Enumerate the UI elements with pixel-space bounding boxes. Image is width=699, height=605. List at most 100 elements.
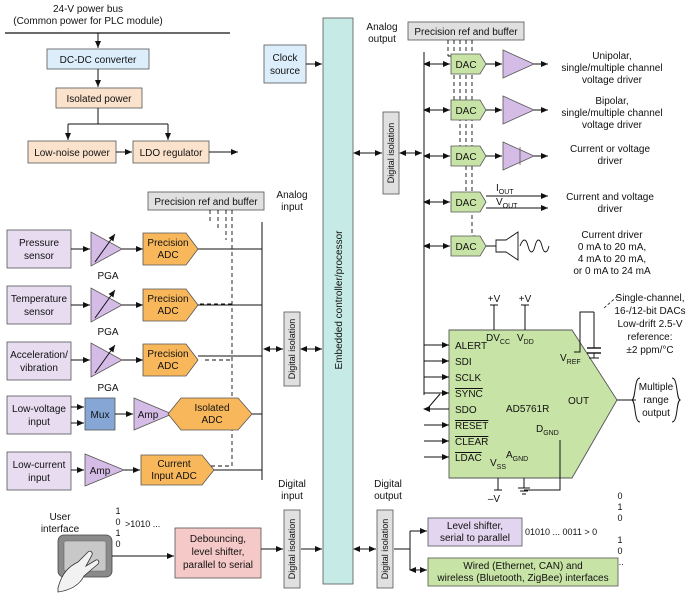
bit-out-3: 1 (617, 535, 622, 545)
vdd-label: VDD (517, 333, 534, 346)
analog-input-label-1: Analog (276, 190, 307, 201)
isolated-adc-block (167, 397, 253, 431)
power-bus-title: 24-V power bus (53, 4, 123, 15)
pga-2-gain-arrow (94, 289, 116, 319)
dac-3-block (450, 145, 487, 167)
precision-adc-1 (142, 232, 199, 266)
wired-label-2: wireless (Bluetooth, ZigBee) interfaces (436, 573, 608, 584)
vdd-sub: DD (524, 339, 534, 346)
pin-reset: RESET (455, 421, 488, 432)
debounce-block (174, 527, 262, 579)
chip-note-leader (603, 293, 621, 309)
precision-ref-left-label: Precision ref and buffer (154, 197, 258, 208)
low-voltage-input-block (6, 395, 72, 435)
low-current-input-block (6, 451, 72, 491)
amp-2-label: Amp (90, 466, 111, 477)
pga-1-label: PGA (97, 271, 118, 282)
user-interface-label-1: User (49, 512, 71, 523)
level-shifter-block (427, 517, 523, 547)
dac-3-desc-1: Current or voltage (570, 144, 650, 155)
dac-5-desc-4: or 0 mA to 24 mA (573, 266, 651, 277)
dac-5-block (450, 235, 487, 257)
agnd-main: A (506, 450, 513, 461)
iout-sub: OUT (499, 189, 515, 196)
dac-2-desc-2: single/multiple channel (561, 108, 662, 119)
wired-label-1: Wired (Ethernet, CAN) and (463, 561, 583, 572)
temperature-sensor-label-1: Temperature (11, 294, 68, 305)
amp-1-amplifier (133, 397, 174, 431)
dgnd-label: DGND (536, 424, 559, 437)
acceleration-sensor-block (6, 341, 72, 381)
digital-input-isolation-block (283, 509, 301, 589)
current-input-adc-label-1: Current (157, 459, 191, 470)
pin-sdi: SDI (455, 357, 472, 368)
ldo-regulator-label: LDO regulator (140, 148, 203, 159)
out-label: OUT (568, 396, 589, 407)
pga-3-gain-arrow (94, 344, 116, 374)
debounce-label-2: level shifter, (192, 547, 245, 558)
dac-1-block (450, 53, 487, 75)
bus-slash (427, 393, 441, 409)
mux-label: Mux (91, 410, 110, 421)
bit-out-5: ... (616, 557, 624, 567)
pin-clear: CLEAR (455, 437, 488, 448)
vout-label: VOUT (496, 197, 518, 210)
bits-in-serial: >1010 ... (125, 519, 160, 529)
vref-label: VREF (560, 353, 581, 366)
dac-4-desc-2: driver (597, 204, 623, 215)
low-voltage-input-label-2: input (28, 417, 50, 428)
dac-2-desc-3: voltage driver (582, 120, 643, 131)
dgnd-line (524, 440, 561, 491)
chip-note-5: ±2 ppm/°C (626, 345, 673, 356)
dac-5-desc-1: Current driver (581, 230, 643, 241)
digital-output-label-1: Digital (374, 479, 402, 490)
analog-output-label-1: Analog (366, 22, 397, 33)
digital-input-isolation-label: Digital isolation (287, 519, 297, 580)
pga-2-label: PGA (97, 327, 118, 338)
current-wave-icon (519, 239, 550, 253)
agnd-label: AGND (506, 450, 528, 463)
digital-input-label-2: input (281, 491, 303, 502)
driver-1-amplifier (502, 49, 535, 79)
bit-out-4: 0 (617, 546, 622, 556)
dac-5-desc-3: 4 mA to 20 mA, (578, 254, 646, 265)
analog-input-label-2: input (281, 202, 303, 213)
level-shifter-label-2: serial to parallel (440, 533, 510, 544)
vdd-main: V (517, 333, 524, 344)
multi-range-1: Multiple (639, 382, 674, 393)
low-current-input-label-2: input (28, 473, 50, 484)
pressure-sensor-block (6, 229, 72, 269)
current-loop-icon (495, 231, 519, 261)
digital-input-label-1: Digital (278, 479, 306, 490)
out-brace-right (671, 377, 682, 423)
multi-range-2: range (643, 395, 669, 406)
low-voltage-input-label-1: Low-voltage (12, 404, 66, 415)
analog-output-isolation-label: Digital isolation (386, 123, 396, 184)
debounce-label-1: Debouncing, (190, 534, 246, 545)
dac-4-block (450, 191, 487, 213)
vref-main: V (560, 353, 567, 364)
dac-4-label: DAC (455, 198, 476, 209)
out-brace-left (630, 377, 641, 423)
dac-1-desc-2: single/multiple channel (561, 63, 662, 74)
driver-3-amplifier (502, 141, 535, 171)
ad5761r-chip (448, 329, 618, 479)
bit-out-0: 0 (617, 491, 622, 501)
dac-2-block (450, 99, 487, 121)
vss-sub: SS (497, 464, 507, 471)
dac-5-label: DAC (455, 242, 476, 253)
temperature-sensor-block (6, 285, 72, 325)
pin-sdo: SDO (455, 405, 477, 416)
acceleration-sensor-label-2: vibration (20, 363, 58, 374)
dac-1-desc-3: voltage driver (582, 75, 643, 86)
analog-output-label-2: output (368, 34, 396, 45)
precision-adc-1-label-2: ADC (157, 250, 178, 261)
precision-adc-3 (142, 343, 199, 377)
pin-ldac: LDAC (455, 453, 482, 464)
pin-sclk: SCLK (455, 373, 481, 384)
bit-out-1: 1 (617, 502, 622, 512)
dac-4-desc-1: Current and voltage (566, 192, 654, 203)
chip-note-1: Single-channel, (616, 293, 685, 304)
bits-out-serial: 01010 ... 0011 > 0 (525, 527, 597, 537)
